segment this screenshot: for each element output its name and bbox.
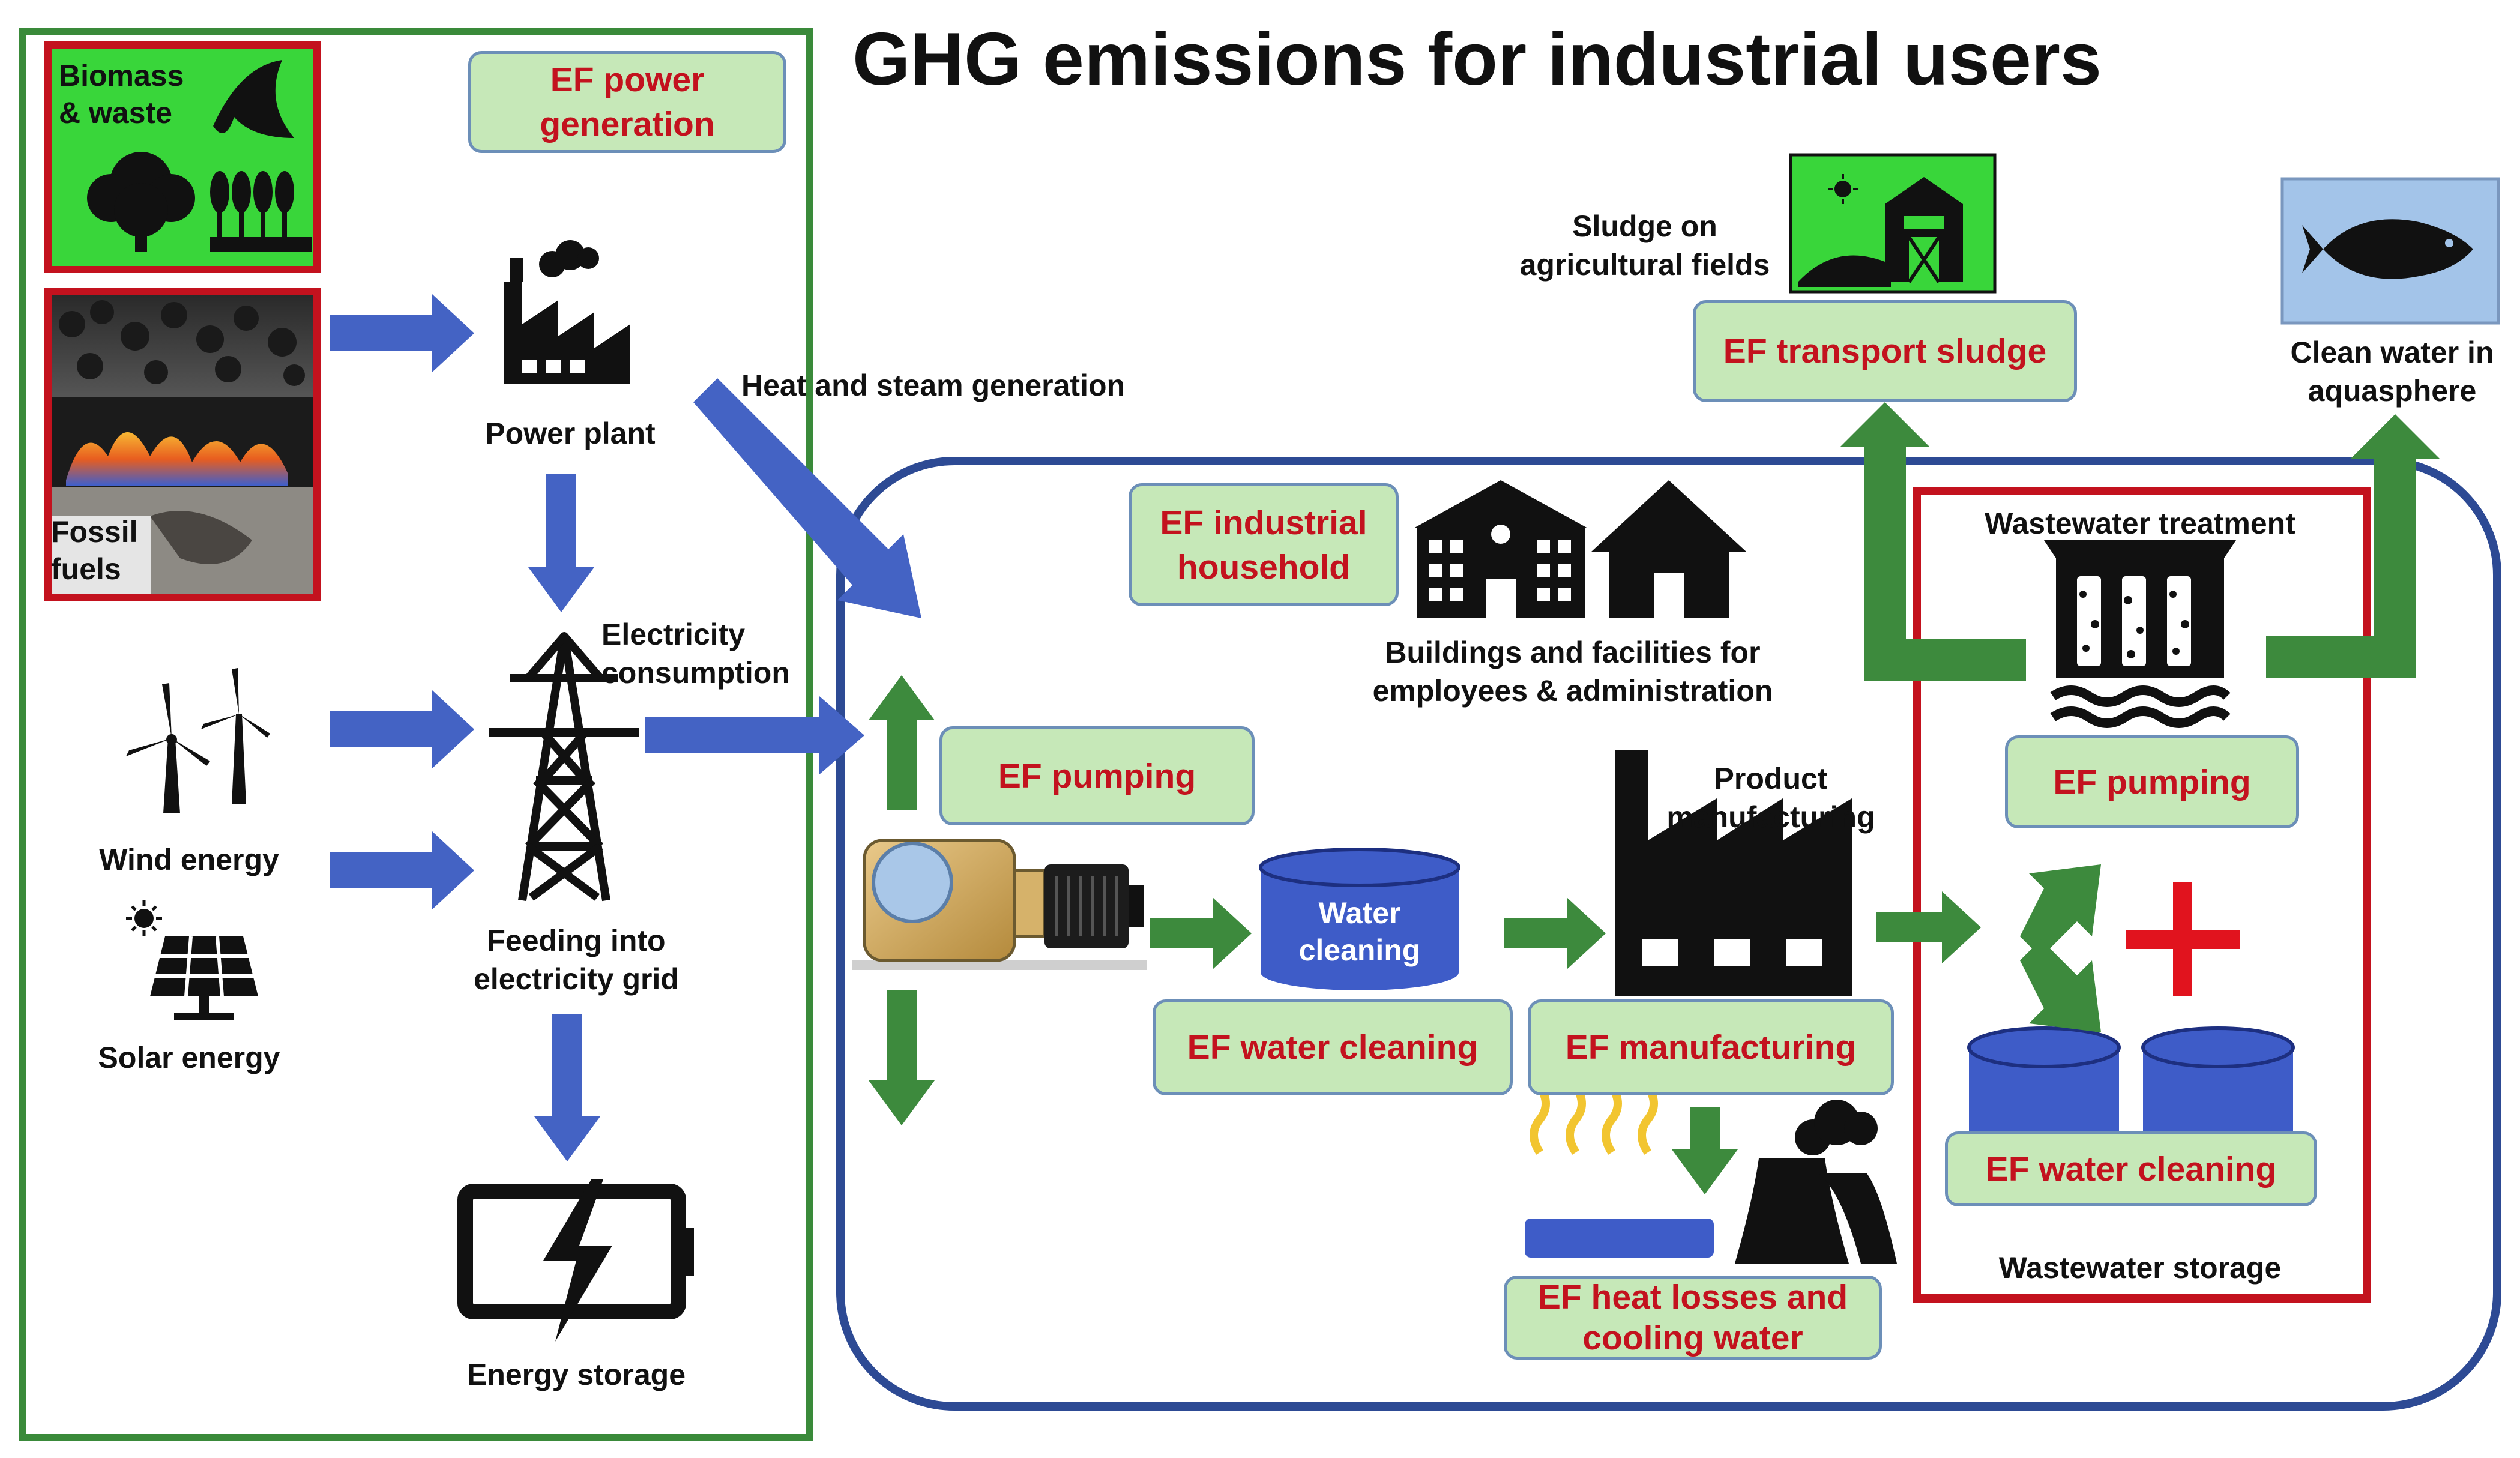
wastewater-storage-label: Wastewater storage	[1998, 1251, 2282, 1285]
energy-storage-label: Energy storage	[466, 1358, 686, 1391]
arrow-solar-to-grid	[330, 831, 474, 909]
arrow-pump-up	[869, 675, 935, 810]
solar-panel-icon	[126, 900, 258, 1020]
manufacturing-factory-icon	[1615, 750, 1852, 996]
biomass-waste-image	[44, 41, 321, 273]
heat-losses-icon	[1525, 1084, 1714, 1258]
feeding-grid-label: Feeding into electricity grid	[474, 924, 679, 996]
energy-storage-battery-icon	[457, 1179, 694, 1342]
arrow-manufacturing-to-treatment	[1876, 891, 1981, 963]
blue-arrows	[330, 294, 921, 1161]
cooling-tower-icon	[1735, 1100, 1897, 1264]
arrow-heat-steam	[693, 378, 921, 618]
clean-water-label: Clean water in aquasphere	[2290, 336, 2494, 408]
ef-transport-sludge-box: EF transport sludge	[1693, 300, 2077, 402]
arrow-to-sludge	[1840, 402, 2026, 681]
arrow-manufacturing-to-heat	[1672, 1107, 1738, 1194]
wind-turbine-icon	[126, 668, 270, 813]
biomass-waste-label: Biomass & waste	[59, 59, 184, 130]
buildings-label: Buildings and facilities for employees &…	[1372, 636, 1773, 708]
power-plant-icon	[504, 240, 630, 384]
arrow-pump-to-cleaning	[1150, 897, 1252, 969]
ef-industrial-household-box: EF industrial household	[1129, 483, 1399, 606]
product-manufacturing-label: Product manufacturing	[1666, 762, 1875, 834]
arrow-cleaning-to-manufacturing	[1504, 897, 1606, 969]
arrow-plant-to-grid	[528, 474, 594, 612]
ef-water-cleaning-storage-box: EF water cleaning	[1945, 1131, 2317, 1206]
water-cleaning-tank-label: Water cleaning	[1298, 896, 1421, 967]
industrial-user-frame	[836, 457, 2501, 1411]
arrow-split-down	[2020, 939, 2101, 1032]
sludge-fields-label: Sludge on agricultural fields	[1519, 209, 1770, 282]
ef-manufacturing-box: EF manufacturing	[1528, 999, 1894, 1095]
plus-icon	[2126, 882, 2240, 996]
arrow-pump-down	[869, 990, 935, 1125]
arrow-grid-to-storage	[534, 1014, 600, 1161]
arrow-to-clean-water	[2266, 414, 2440, 678]
green-arrows	[869, 402, 2440, 1194]
wastewater-treatment-label: Wastewater treatment	[1985, 507, 2295, 540]
electricity-pylon-icon	[489, 632, 639, 902]
arrow-electricity-consumption	[645, 696, 864, 774]
ef-power-generation-box: EF power generation	[468, 51, 786, 153]
buildings-icon	[1414, 480, 1747, 618]
solar-energy-label: Solar energy	[98, 1041, 280, 1074]
water-cleaning-tank-icon	[1259, 848, 1460, 990]
ef-pumping-right-box: EF pumping	[2005, 735, 2299, 828]
fossil-fuels-label: Fossil fuels	[51, 515, 138, 586]
arrow-split-up	[2020, 864, 2101, 957]
arrow-fuels-to-plant	[330, 294, 474, 372]
ef-pumping-left-box: EF pumping	[939, 726, 1255, 825]
fossil-fuels-image	[44, 288, 321, 601]
heat-steam-label: Heat and steam generation	[741, 369, 1126, 402]
electricity-consumption-label: Electricity consumption	[601, 618, 790, 690]
diagram-title: GHG emissions for industrial users	[852, 18, 2102, 101]
power-plant-label: Power plant	[485, 417, 656, 450]
wastewater-treatment-icon	[2044, 540, 2236, 728]
wastewater-frame	[1913, 487, 2371, 1303]
arrow-wind-to-grid	[330, 690, 474, 768]
wind-energy-label: Wind energy	[99, 843, 279, 876]
water-pump-icon	[852, 839, 1147, 970]
ef-water-cleaning-box: EF water cleaning	[1153, 999, 1513, 1095]
fish-aquasphere-icon	[2280, 177, 2500, 325]
ef-heat-losses-box: EF heat losses and cooling water	[1504, 1276, 1882, 1360]
farm-sludge-icon	[1789, 153, 1997, 294]
